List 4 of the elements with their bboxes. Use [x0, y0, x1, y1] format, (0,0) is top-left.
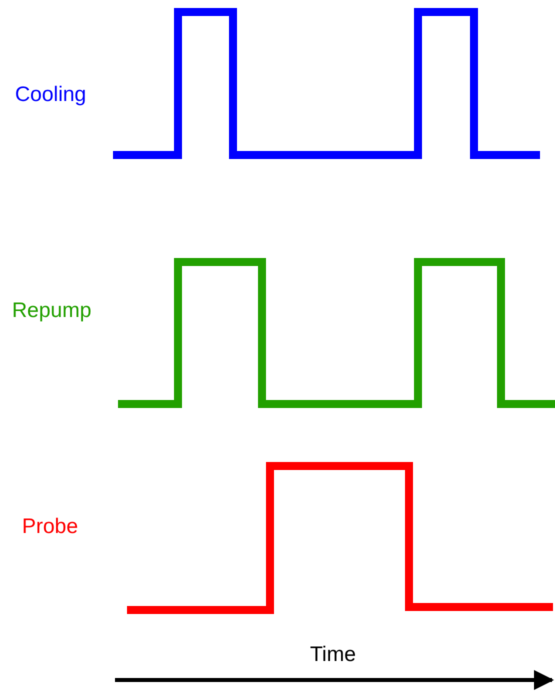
signal-label: Repump [12, 300, 92, 321]
axis-label: Time [310, 644, 356, 665]
signal-label: Cooling [15, 84, 86, 105]
signal-label: Probe [22, 516, 78, 537]
